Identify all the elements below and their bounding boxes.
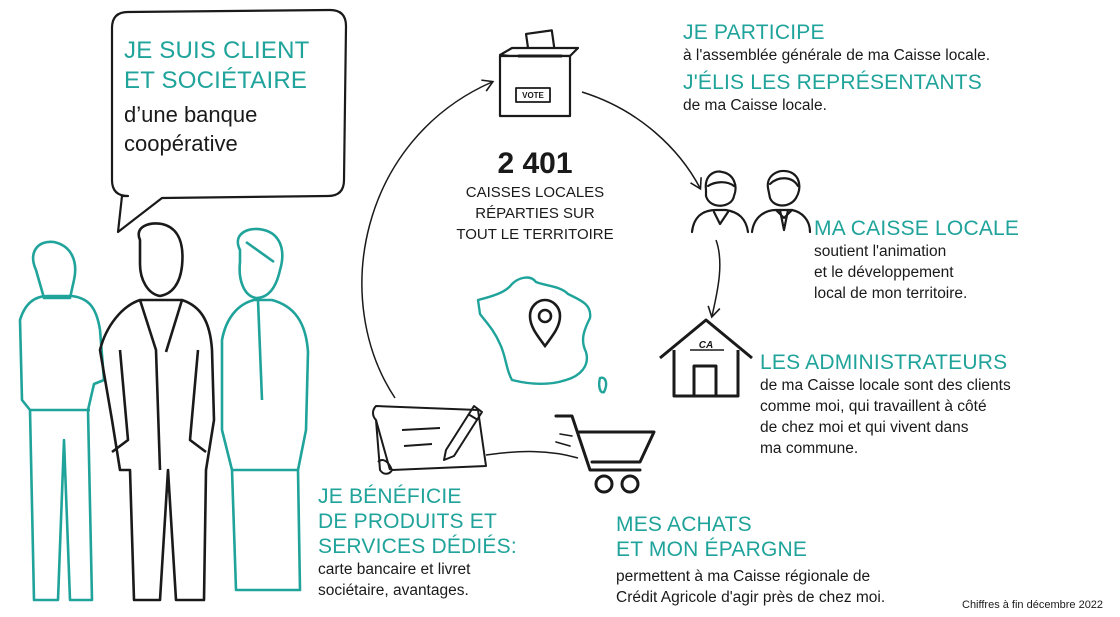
speech-text-line2: coopérative xyxy=(124,131,238,156)
beneficie-title3: SERVICES DÉDIÉS: xyxy=(318,535,517,558)
beneficie-block: JE BÉNÉFICIE DE PRODUITS ET SERVICES DÉD… xyxy=(318,484,517,601)
admins-line4: ma commune. xyxy=(760,440,859,457)
location-pin-icon xyxy=(528,298,562,349)
achats-block: MES ACHATS ET MON ÉPARGNE permettent à m… xyxy=(616,512,885,608)
beneficie-line1: carte bancaire et livret xyxy=(318,561,471,578)
speech-bubble xyxy=(110,8,348,234)
arrow-to-cart xyxy=(485,450,579,459)
arrow-to-people xyxy=(581,91,702,191)
caisse-title: MA CAISSE LOCALE xyxy=(814,217,1020,240)
speech-title: JE SUIS CLIENT ET SOCIÉTAIRE xyxy=(124,36,310,96)
checkbook-pen-icon xyxy=(372,405,487,475)
center-line3: TOUT LE TERRITOIRE xyxy=(456,226,614,243)
caisse-block: MA CAISSE LOCALE soutient l'animation et… xyxy=(814,216,1019,304)
speech-text: d’une banque coopérative xyxy=(124,100,257,158)
man-center-figure xyxy=(98,222,216,602)
caisses-count: 2 401 xyxy=(497,147,573,180)
speech-title-line2: ET SOCIÉTAIRE xyxy=(124,67,308,94)
admins-block: LES ADMINISTRATEURS de ma Caisse locale … xyxy=(760,350,1011,459)
achats-title1: MES ACHATS xyxy=(616,513,752,536)
participe-text2: de ma Caisse locale. xyxy=(683,97,827,114)
center-line2: RÉPARTIES SUR xyxy=(475,205,595,222)
beneficie-title2: DE PRODUITS ET xyxy=(318,510,497,533)
house-icon xyxy=(659,318,753,398)
caisse-line3: local de mon territoire. xyxy=(814,285,968,302)
ballot-label: VOTE xyxy=(522,91,544,100)
participe-block: JE PARTICIPE à l'assemblée générale de m… xyxy=(683,20,990,116)
representatives-icon xyxy=(690,169,812,234)
beneficie-line2: sociétaire, avantages. xyxy=(318,582,469,599)
participe-title2: J'ÉLIS LES REPRÉSENTANTS xyxy=(683,71,983,94)
achats-line2: Crédit Agricole d'agir près de chez moi. xyxy=(616,589,886,606)
admins-line3: de chez moi et qui vivent dans xyxy=(760,419,969,436)
arrow-to-house xyxy=(707,239,721,319)
ballot-box-icon xyxy=(498,29,580,118)
footnote: Chiffres à fin décembre 2022 xyxy=(962,599,1104,611)
participe-title: JE PARTICIPE xyxy=(683,21,825,44)
arrow-to-ballot xyxy=(361,79,495,399)
admins-line1: de ma Caisse locale sont des clients xyxy=(760,377,1011,394)
admins-title: LES ADMINISTRATEURS xyxy=(760,351,1008,374)
caisse-line2: et le développement xyxy=(814,264,954,281)
achats-title2: ET MON ÉPARGNE xyxy=(616,538,808,561)
woman-right-figure xyxy=(220,227,310,592)
achats-line1: permettent à ma Caisse régionale de xyxy=(616,568,871,585)
speech-text-line1: d’une banque xyxy=(124,102,258,127)
woman-left-figure xyxy=(18,240,106,602)
speech-title-line1: JE SUIS CLIENT xyxy=(124,37,310,64)
france-map-icon xyxy=(476,276,608,394)
beneficie-title1: JE BÉNÉFICIE xyxy=(318,485,462,508)
caisse-line1: soutient l'animation xyxy=(814,243,947,260)
participe-text: à l'assemblée générale de ma Caisse loca… xyxy=(683,47,991,64)
shopping-cart-icon xyxy=(554,414,656,494)
bank-logo: CA xyxy=(698,340,714,351)
center-line1: CAISSES LOCALES xyxy=(465,184,605,201)
admins-line2: comme moi, qui travaillent à côté xyxy=(760,398,987,415)
center-stats: 2 401 CAISSES LOCALES RÉPARTIES SUR TOUT… xyxy=(440,146,630,245)
